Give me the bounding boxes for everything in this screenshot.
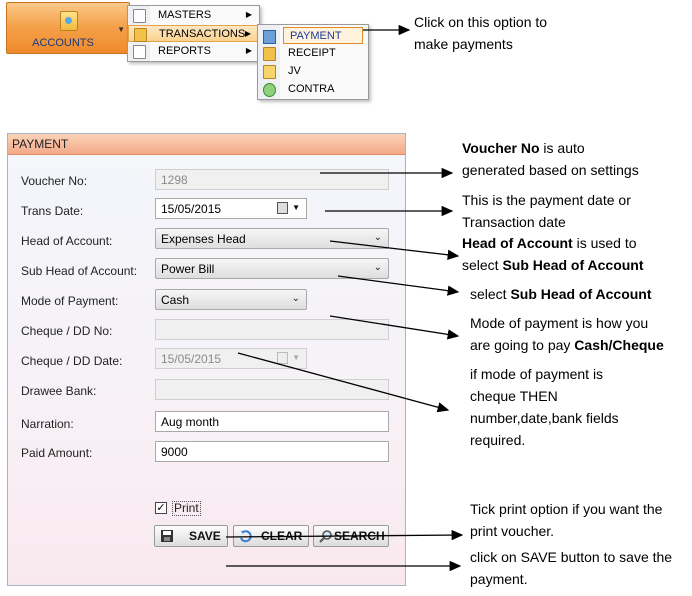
menu-item-jv[interactable]: JV — [258, 63, 368, 80]
menu-annotation: Click on this option to make payments — [414, 14, 548, 52]
floppy-disk-icon — [161, 530, 173, 542]
transactions-submenu: PAYMENT RECEIPT JV CONTRA — [257, 24, 369, 100]
head-of-account-label: Head of Account: — [21, 234, 113, 248]
paid-amount-label: Paid Amount: — [21, 446, 93, 460]
chevron-down-icon: ⌄ — [373, 232, 382, 243]
print-annotation: Tick print option if you want the print … — [470, 501, 663, 539]
report-icon — [133, 45, 146, 59]
trans-date-picker[interactable]: 15/05/2015 ▼ — [155, 198, 307, 219]
payment-form: PAYMENT Voucher No: 1298 Trans Date: 15/… — [7, 133, 406, 586]
cheque-annotation: if mode of payment is cheque THEN number… — [470, 366, 619, 448]
chevron-down-icon[interactable]: ▼ — [292, 203, 300, 212]
save-button[interactable]: SAVE — [154, 525, 228, 547]
cheque-dd-date-picker[interactable]: 15/05/2015 ▼ — [155, 348, 307, 369]
sub-head-of-account-select[interactable]: Power Bill ⌄ — [155, 258, 389, 279]
cheque-dd-date-label: Cheque / DD Date: — [21, 354, 123, 368]
chevron-right-icon: ▶ — [245, 46, 252, 55]
calendar-icon[interactable] — [277, 202, 288, 214]
accounts-label: ACCOUNTS — [32, 37, 94, 49]
form-header: PAYMENT — [8, 134, 405, 155]
cheque-dd-no-label: Cheque / DD No: — [21, 324, 113, 338]
voucher-annotation: Voucher No is auto generated based on se… — [462, 140, 639, 178]
voucher-no-label: Voucher No: — [21, 174, 88, 188]
drawee-bank-label: Drawee Bank: — [21, 384, 97, 398]
narration-field[interactable]: Aug month — [155, 411, 389, 432]
menu-item-payment[interactable]: PAYMENT — [283, 27, 363, 44]
accounts-icon — [60, 11, 78, 31]
voucher-no-field: 1298 — [155, 169, 389, 190]
paid-amount-field[interactable]: 9000 — [155, 441, 389, 462]
refresh-icon — [263, 83, 276, 97]
drawee-bank-field[interactable] — [155, 379, 389, 400]
journal-icon — [263, 65, 276, 79]
menu-item-receipt[interactable]: RECEIPT — [258, 45, 368, 62]
chevron-down-icon: ⌄ — [373, 262, 382, 273]
print-label[interactable]: Print — [172, 501, 201, 516]
folder-icon — [134, 28, 147, 42]
menu-item-reports[interactable]: REPORTS ▶ — [128, 43, 259, 60]
narration-label: Narration: — [21, 417, 74, 431]
head-annotation: Head of Account is used to select Sub He… — [462, 235, 644, 273]
accounts-button[interactable]: ACCOUNTS ▼ — [6, 2, 130, 54]
print-checkbox[interactable]: ✓ — [155, 502, 167, 514]
sub-head-of-account-label: Sub Head of Account: — [21, 264, 138, 278]
chevron-right-icon: ▶ — [244, 29, 251, 38]
save-annotation: click on SAVE button to save the payment… — [470, 549, 673, 587]
trans-date-label: Trans Date: — [21, 204, 84, 218]
document-icon — [133, 9, 146, 23]
mode-of-payment-select[interactable]: Cash ⌄ — [155, 289, 307, 310]
menu-item-masters[interactable]: MASTERS ▶ — [128, 7, 259, 24]
menu-item-contra[interactable]: CONTRA — [258, 81, 368, 98]
search-icon — [319, 530, 332, 543]
form-title: PAYMENT — [12, 137, 69, 151]
clear-icon — [240, 530, 252, 543]
receipt-icon — [263, 47, 276, 61]
head-of-account-select[interactable]: Expenses Head ⌄ — [155, 228, 389, 249]
calendar-icon — [277, 352, 288, 364]
subhead-annotation: select Sub Head of Account — [470, 286, 652, 302]
mode-annotation: Mode of payment is how you are going to … — [470, 315, 664, 353]
chevron-down-icon: ⌄ — [291, 293, 300, 304]
payment-icon — [263, 30, 276, 44]
chevron-down-icon: ▼ — [292, 353, 300, 362]
cheque-dd-no-field[interactable] — [155, 319, 389, 340]
date-annotation: This is the payment date or Transaction … — [462, 192, 631, 230]
chevron-right-icon: ▶ — [245, 10, 252, 19]
mode-of-payment-label: Mode of Payment: — [21, 294, 119, 308]
chevron-down-icon: ▼ — [117, 25, 125, 34]
